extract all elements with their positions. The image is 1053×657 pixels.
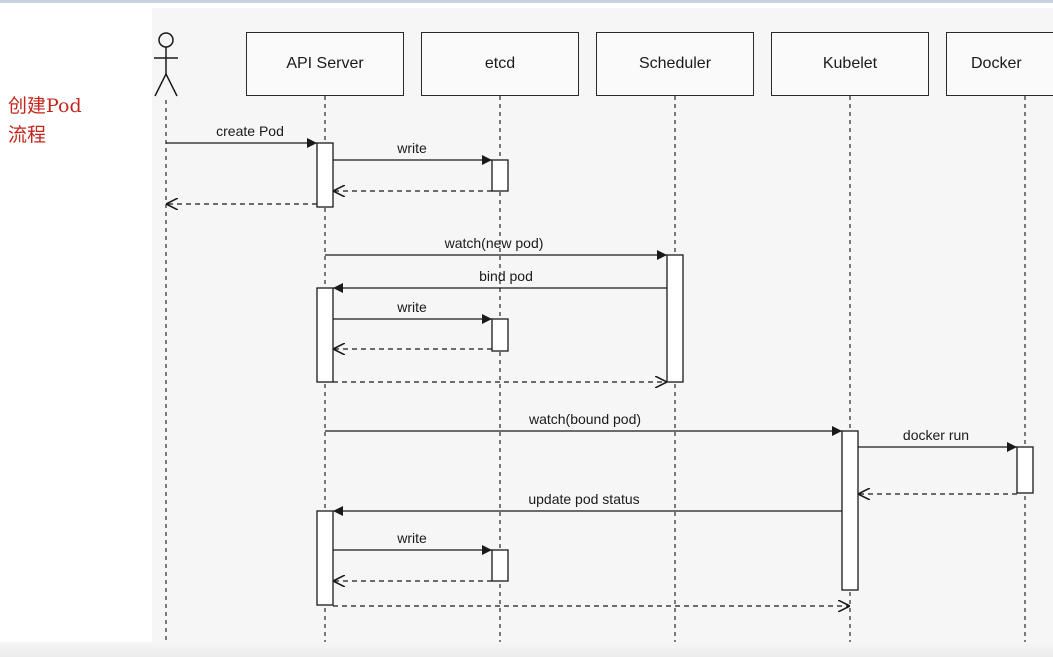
message-label: docker run bbox=[902, 427, 970, 443]
message-label: create Pod bbox=[216, 123, 284, 139]
sequence-diagram: API Server etcd Scheduler Kubelet Docker cre… bbox=[152, 8, 1053, 657]
participant-scheduler: Scheduler bbox=[596, 32, 754, 96]
message-label: write bbox=[397, 299, 427, 315]
activation-bar-kubelet bbox=[841, 430, 859, 591]
message-label: update pod status bbox=[528, 491, 640, 507]
message-label: watch(bound pod) bbox=[528, 411, 642, 427]
side-note-title: 创建Pod 流程 bbox=[8, 95, 82, 146]
participant-docker: Docker bbox=[946, 32, 1053, 96]
activation-bar-etcd bbox=[491, 318, 509, 352]
bottom-edge bbox=[0, 642, 1053, 657]
diagram-canvas bbox=[154, 32, 1034, 657]
participant-etcd: etcd bbox=[421, 32, 579, 96]
activation-bar-etcd bbox=[491, 549, 509, 582]
message-label: bind pod bbox=[479, 268, 533, 284]
message-label: watch(new pod) bbox=[444, 235, 544, 251]
activation-bar-etcd bbox=[491, 159, 509, 192]
activation-bar-docker bbox=[1016, 446, 1034, 494]
participant-kubelet: Kubelet bbox=[771, 32, 929, 96]
window-top-border bbox=[0, 0, 1053, 3]
activation-bar-scheduler bbox=[666, 254, 684, 383]
user-actor-icon bbox=[154, 32, 178, 97]
activation-bar-api bbox=[316, 287, 334, 383]
message-label: write bbox=[397, 530, 427, 546]
activation-bar-api bbox=[316, 142, 334, 208]
participant-api: API Server bbox=[246, 32, 404, 96]
activation-bar-api bbox=[316, 510, 334, 606]
message-label: write bbox=[397, 140, 427, 156]
